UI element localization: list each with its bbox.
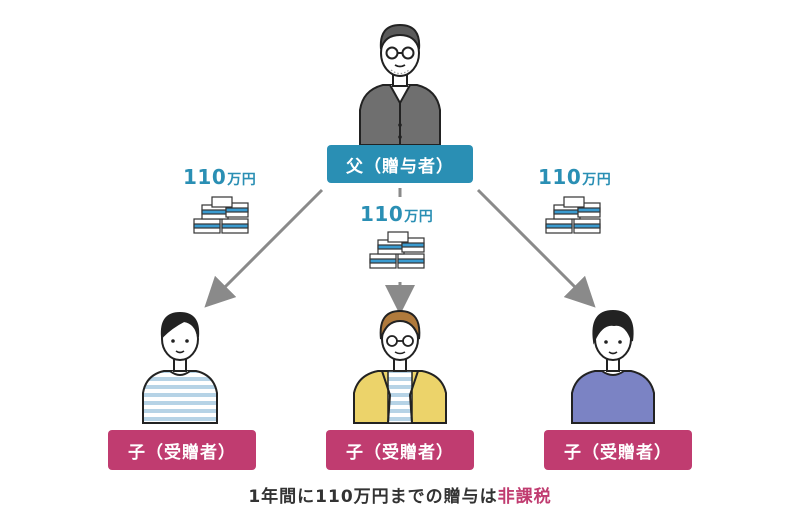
receiver-label-left: 子（受贈者） — [108, 430, 256, 470]
child-right-illustration — [571, 309, 655, 424]
footer-main: 1年間に110万円までの贈与は — [248, 487, 498, 507]
amount-center: 110万円 — [360, 202, 433, 226]
money-stack-center-icon — [369, 231, 425, 269]
amount-center-unit: 万円 — [404, 209, 434, 225]
receiver-label-center: 子（受贈者） — [326, 430, 474, 470]
amount-left: 110万円 — [183, 165, 256, 189]
amount-right-number: 110 — [538, 165, 582, 189]
child-left-illustration — [142, 311, 218, 424]
giver-label: 父（贈与者） — [327, 145, 473, 183]
money-stack-left-icon — [193, 196, 249, 234]
receiver-label-right: 子（受贈者） — [544, 430, 692, 470]
footer-text: 1年間に110万円までの贈与は非課税 — [0, 482, 800, 507]
father-illustration — [359, 23, 441, 146]
amount-left-unit: 万円 — [227, 172, 257, 188]
child-center-illustration — [353, 309, 447, 424]
amount-right: 110万円 — [538, 165, 611, 189]
amount-center-number: 110 — [360, 202, 404, 226]
footer-emphasis: 非課税 — [497, 487, 552, 507]
amount-left-number: 110 — [183, 165, 227, 189]
amount-right-unit: 万円 — [582, 172, 612, 188]
money-stack-right-icon — [545, 196, 601, 234]
